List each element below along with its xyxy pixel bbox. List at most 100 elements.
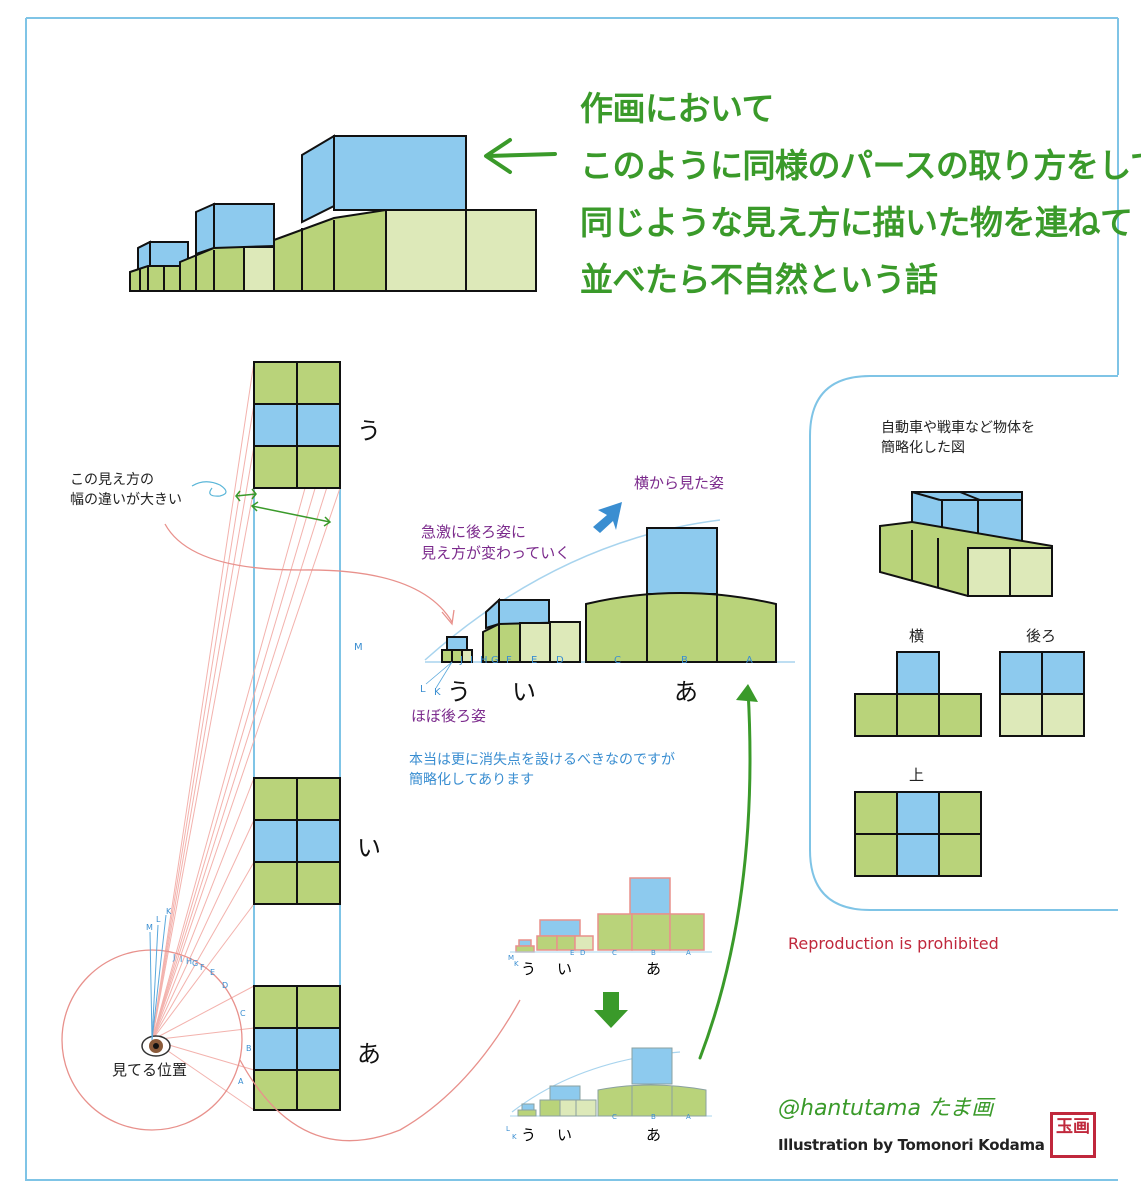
- depth-column: [253, 487, 341, 987]
- illustration-credit: Illustration by Tomonori Kodama: [778, 1136, 1045, 1154]
- box-large-side: [301, 134, 335, 224]
- bottom2-label-i: い: [557, 1126, 573, 1144]
- bottom1-label-i: い: [557, 960, 573, 978]
- svg-text:A: A: [686, 949, 691, 957]
- svg-text:D: D: [222, 981, 228, 990]
- svg-text:I: I: [180, 955, 182, 964]
- note-line-2: 簡略化してあります: [409, 772, 535, 788]
- svg-text:E: E: [210, 968, 215, 977]
- svg-text:L: L: [420, 684, 426, 695]
- cyan-swirl: [191, 481, 227, 497]
- heading-line-3: 同じような見え方に描いた物を連ねて: [580, 203, 1133, 242]
- side-view-panel: [854, 651, 982, 737]
- label-back: 後ろ: [1026, 627, 1057, 645]
- main-heading: 作画において このように同様のパースの取り方をして 同じような見え方に描いた物を…: [580, 80, 1141, 308]
- bottom-diagram-before: [515, 877, 705, 953]
- label-a: あ: [357, 1040, 381, 1068]
- top-left-arrow: [484, 138, 557, 174]
- svg-text:C: C: [240, 1009, 246, 1018]
- svg-text:K: K: [514, 960, 519, 968]
- heading-line-2: このように同様のパースの取り方をして: [580, 146, 1141, 185]
- label-side: 横: [909, 627, 925, 645]
- side-view-boxes: [441, 527, 777, 663]
- side-view-pointer-icon: [593, 502, 622, 533]
- svg-text:J: J: [459, 655, 463, 666]
- sight-rays: [151, 361, 341, 1111]
- bottom-diagram-after: [517, 1047, 707, 1117]
- svg-text:I: I: [470, 655, 473, 666]
- svg-text:F: F: [200, 963, 205, 972]
- reproduction-notice: Reproduction is prohibited: [788, 934, 999, 953]
- connector-curve: [239, 999, 521, 1142]
- svg-text:A: A: [746, 655, 753, 666]
- middle-label-a: あ: [674, 678, 698, 706]
- callout-curve: [164, 523, 453, 623]
- top-box-row: [129, 134, 537, 292]
- svg-text:M: M: [146, 923, 153, 932]
- svg-text:L: L: [506, 1125, 510, 1133]
- author-seal: 玉画: [1050, 1112, 1096, 1158]
- up-arrow-icon: [698, 688, 752, 1060]
- top-view-panel: [854, 791, 982, 877]
- svg-text:D: D: [556, 655, 564, 666]
- stack-i: [253, 777, 341, 905]
- svg-text:A: A: [686, 1113, 691, 1121]
- viewer-position-label: 見てる位置: [112, 1061, 188, 1079]
- svg-text:D: D: [580, 949, 585, 957]
- svg-text:L: L: [156, 915, 161, 924]
- label-top: 上: [909, 766, 925, 784]
- author-handle: @hantutama たま画: [778, 1096, 994, 1121]
- note-line-1: 本当は更に消失点を設けるべきなのですが: [409, 752, 675, 768]
- svg-text:G: G: [491, 655, 499, 666]
- side-view-title: 横から見た姿: [634, 474, 725, 492]
- svg-text:F: F: [506, 655, 512, 666]
- middle-label-i: い: [512, 678, 536, 706]
- svg-text:E: E: [570, 949, 574, 957]
- svg-text:K: K: [166, 907, 172, 916]
- svg-text:H: H: [186, 957, 192, 966]
- svg-text:J: J: [172, 953, 175, 962]
- back-view-panel: [999, 651, 1085, 737]
- box-small-base: [129, 265, 181, 292]
- svg-text:C: C: [612, 1113, 617, 1121]
- svg-text:H: H: [480, 655, 488, 666]
- svg-text:M: M: [508, 954, 514, 962]
- eye-letter-ticks: [149, 914, 167, 1041]
- letter-markers: M A B C D E F G H I J K L A B C D E F G …: [146, 642, 753, 1141]
- svg-text:G: G: [192, 959, 198, 968]
- svg-text:C: C: [612, 949, 617, 957]
- sudden-back-note: 急激に後ろ姿に 見え方が変わっていく: [421, 522, 570, 564]
- view-circle: [61, 949, 243, 1131]
- view-width-line-2: 幅の違いが大きい: [70, 492, 182, 508]
- box-mid-upper: [213, 203, 275, 249]
- bottom1-label-u: う: [521, 960, 537, 978]
- bottom2-label-a: あ: [646, 1126, 662, 1144]
- panel-title: 自動車や戦車など物体を 簡略化した図: [881, 418, 1035, 458]
- svg-text:A: A: [238, 1077, 244, 1086]
- view-width-line-1: この見え方の: [70, 472, 154, 488]
- iso-object: [879, 491, 1053, 598]
- svg-text:B: B: [246, 1044, 252, 1053]
- bottom2-label-u: う: [521, 1126, 537, 1144]
- width-arrows: [235, 488, 332, 527]
- sudden-back-line-1: 急激に後ろ姿に: [421, 523, 527, 541]
- simplified-note: 本当は更に消失点を設けるべきなのですが 簡略化してあります: [409, 750, 675, 790]
- eye-icon: [141, 1035, 171, 1057]
- box-large-upper: [333, 135, 467, 211]
- svg-text:E: E: [531, 655, 537, 666]
- heading-line-4: 並べたら不自然という話: [580, 260, 938, 299]
- label-i: い: [357, 834, 381, 862]
- svg-text:B: B: [681, 655, 688, 666]
- heading-line-1: 作画において: [580, 89, 775, 128]
- outer-frame: [25, 17, 1119, 1181]
- view-width-note: この見え方の 幅の違いが大きい: [70, 470, 182, 510]
- box-mid-side: [195, 202, 215, 256]
- bottom1-label-a: あ: [646, 960, 662, 978]
- label-u: う: [357, 417, 381, 445]
- stack-a: [253, 985, 341, 1111]
- panel-title-line-1: 自動車や戦車など物体を: [881, 420, 1035, 436]
- middle-label-u: う: [447, 678, 471, 706]
- almost-back-label: ほぼ後ろ姿: [411, 707, 487, 725]
- svg-text:C: C: [614, 655, 621, 666]
